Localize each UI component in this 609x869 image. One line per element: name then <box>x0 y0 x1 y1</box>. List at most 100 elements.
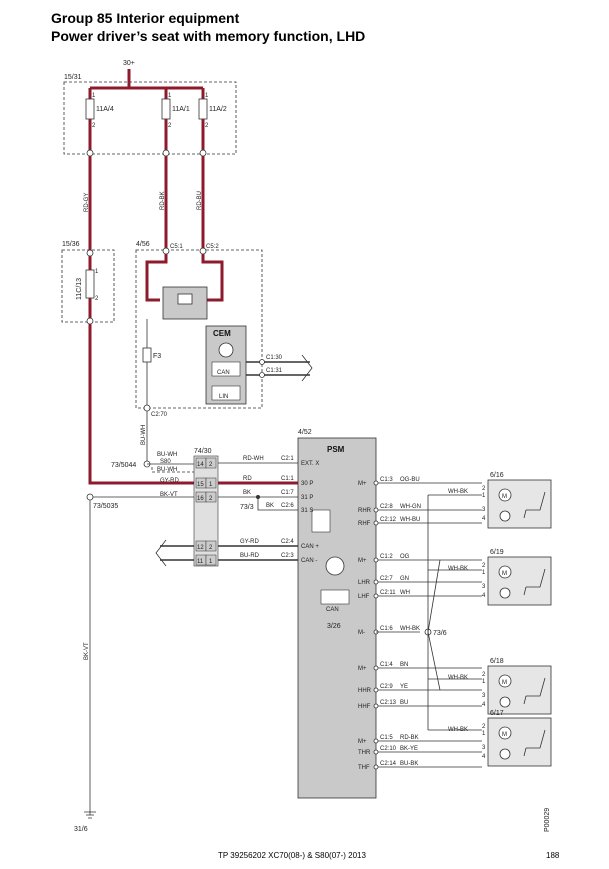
conn-pin: 14 <box>197 462 204 468</box>
cem-lin-label: LIN <box>219 394 228 400</box>
cem-label: CEM <box>213 329 231 338</box>
seat-icon <box>523 568 546 596</box>
hall-sensor-icon <box>499 696 511 708</box>
wires-top <box>88 156 205 250</box>
cem-pin-c51: C5:1 <box>170 244 183 250</box>
terminal <box>86 317 94 325</box>
psm-out-pin: C2:11 <box>380 590 396 596</box>
psm-out-pin: C2:8 <box>380 504 393 510</box>
psm-in-wire: GY-RD <box>240 539 259 545</box>
cem-pin-c52: C5:2 <box>206 244 219 250</box>
motor-ground-wire: WH-BK <box>448 489 468 495</box>
cem-internal-red <box>145 254 224 302</box>
terminal <box>373 520 379 526</box>
psm-out-wire-color: WH <box>400 590 410 596</box>
psm-in-pin: C1:1 <box>281 476 294 482</box>
terminal <box>373 579 379 585</box>
psm-out-name: HHR <box>358 688 372 694</box>
conn-pin: 2 <box>209 496 213 502</box>
hall-sensor-icon <box>499 748 511 760</box>
motor-label: 6/16 <box>490 472 504 479</box>
psm-in-name: CAN - <box>301 558 317 564</box>
conn-pin: 1 <box>209 559 213 565</box>
conn-pin: 11 <box>197 559 204 565</box>
psm-out-wire-color: OG-BU <box>400 477 420 483</box>
motor-box <box>487 717 552 767</box>
fuse-11a2-label: 11A/2 <box>209 106 227 113</box>
node-73-6-label: 73/6 <box>433 630 447 637</box>
wire-bu-wh: BU-WH <box>141 425 147 445</box>
psm-out-wire-color: BU-BK <box>400 761 418 767</box>
footer-text: TP 39256202 XC70(08-) & S80(07-) 2013 <box>218 851 366 860</box>
terminal <box>259 359 265 365</box>
motor-icon-letter: M <box>502 732 507 738</box>
terminal <box>86 249 94 257</box>
hall-sensor-icon <box>499 510 511 522</box>
psm-out-pin: C2:7 <box>380 576 393 582</box>
motor-icon <box>498 488 512 502</box>
wh-bk-diag <box>427 559 441 691</box>
conn-pin: 1 <box>209 482 213 488</box>
cem-c131: C1:31 <box>266 368 283 374</box>
motor-label: 6/18 <box>490 658 504 665</box>
motor-pin: 3 <box>482 693 486 699</box>
motor-box <box>487 479 552 529</box>
conn-pin: 2 <box>209 462 213 468</box>
psm-in-can <box>218 545 298 561</box>
psm-out-name: M+ <box>358 481 367 487</box>
psm-box-label: 4/52 <box>298 429 312 436</box>
psm-out-pin: C2:9 <box>380 684 393 690</box>
psm-in-name: 31 S <box>301 508 313 514</box>
psm-in-wire: BK <box>243 490 251 496</box>
terminal <box>162 149 170 157</box>
motor-pin: 2 <box>482 563 486 569</box>
connector-74-30-label: 74/30 <box>194 448 212 455</box>
motor-icon <box>498 674 512 688</box>
psm-sub-label: 3/26 <box>327 623 341 630</box>
psm-out-name: RHR <box>358 508 372 514</box>
main-red-wire <box>88 324 198 485</box>
seat-icon <box>523 677 546 705</box>
terminal <box>162 247 170 255</box>
cem-lin-box <box>211 385 241 401</box>
conn-label-bu-wh: BU-WH <box>157 452 177 458</box>
psm-out-pin: C2:14 <box>380 761 397 767</box>
terminal <box>373 703 379 709</box>
motor-pin: 1 <box>482 679 486 685</box>
terminal <box>259 372 265 378</box>
psm-in-name: CAN + <box>301 544 319 550</box>
node-73-5044-label: 73/5044 <box>111 462 136 469</box>
psm-in-name: 31 P <box>301 495 313 501</box>
wh-bk-bus <box>427 494 482 731</box>
motor-pin: 3 <box>482 745 486 751</box>
psm-out-pin: C1:2 <box>380 554 393 560</box>
psm-out-name: RHF <box>358 521 371 527</box>
motor-pin: 1 <box>482 731 486 737</box>
psm-in-pin: C2:4 <box>281 539 294 545</box>
fuse-box-15-31 <box>63 81 237 155</box>
psm-out-pin: C1:4 <box>380 662 393 668</box>
s80-wire <box>151 467 194 473</box>
psm-out-wire-color: OG <box>400 554 410 560</box>
cem-c130: C1:30 <box>266 355 283 361</box>
motor-box <box>487 556 552 606</box>
page-subtitle: Power driver’s seat with memory function… <box>51 28 366 44</box>
conn-can-break <box>155 539 167 567</box>
cem-transistor-icon <box>218 342 234 358</box>
psm-out-pin: C2:12 <box>380 517 397 523</box>
motor-box <box>487 665 552 715</box>
fuse-pin: 2 <box>205 123 209 129</box>
fuse-pin: 2 <box>95 296 99 302</box>
fuse-out-wires <box>88 119 205 150</box>
psm-out-name: M+ <box>358 558 367 564</box>
fuse-pin: 2 <box>168 123 172 129</box>
psm-in-pin: C2:1 <box>281 456 294 462</box>
fuse-box-15-36-label: 15/36 <box>62 241 80 248</box>
motor-icon <box>498 565 512 579</box>
motor-label: 6/17 <box>490 710 504 717</box>
terminal <box>373 593 379 599</box>
psm-out-name: THF <box>358 765 370 771</box>
motor-pin: 1 <box>482 570 486 576</box>
psm-out-wire-color: BK-YE <box>400 746 418 752</box>
node-73-5035 <box>86 493 94 501</box>
